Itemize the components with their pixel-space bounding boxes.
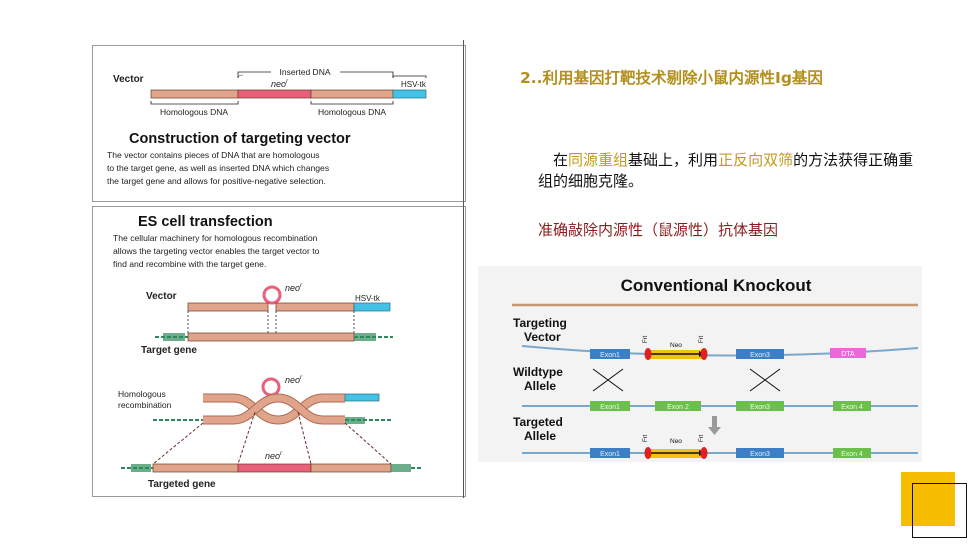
crossover-right <box>749 368 781 392</box>
targeted-frt-label-left: Frt <box>643 434 649 442</box>
neo-insert-segment <box>237 89 312 99</box>
neo-loop-bottom <box>261 377 281 397</box>
p1-before: 在 <box>553 151 569 169</box>
targeted-exon4 <box>833 448 871 458</box>
vector-exon3 <box>736 349 784 359</box>
down-arrow-head <box>708 427 721 435</box>
targeted-exon1 <box>590 448 630 458</box>
transfection-title: ES cell transfection <box>138 214 273 230</box>
crossover-left <box>592 368 624 392</box>
targeted-exon1-label: Exon1 <box>600 451 620 458</box>
neo-loop-top <box>262 285 282 305</box>
transfection-vector-right <box>275 302 355 312</box>
targeted-label-1: Targeted <box>513 415 563 429</box>
panel-divider <box>463 40 464 498</box>
homologous-dna-left-label: Homologous DNA <box>160 107 228 117</box>
inserted-dna-label: Inserted DNA <box>279 67 330 77</box>
construction-desc-line-2: to the target gene, as well as inserted … <box>107 163 329 173</box>
highlight-positive-negative-selection: 正反向双筛 <box>718 151 794 169</box>
homologous-recombination-line-2: recombination <box>118 400 172 410</box>
targeted-neo-label: Neo <box>670 438 682 445</box>
knockout-diagram: Conventional Knockout Targeting Vector W… <box>512 276 919 459</box>
homologous-recombination-line-1: Homologous <box>118 389 166 399</box>
homologous-dna-left-segment <box>150 89 239 99</box>
targeted-gene-right <box>310 463 392 473</box>
construction-desc-line-3: the target gene and allows for positive-… <box>107 176 326 186</box>
transfection-neo-label-2: neor <box>285 375 303 385</box>
p1-middle: 基础上，利用 <box>628 151 719 169</box>
vector-dta-label: DTA <box>841 351 855 358</box>
transfection-panel: ES cell transfection The cellular machin… <box>92 206 466 497</box>
vector-frt-label-left: Frt <box>643 335 649 343</box>
wildtype-exon1-label: Exon1 <box>600 404 620 411</box>
wildtype-exon4 <box>833 401 871 411</box>
wildtype-exon1 <box>590 401 630 411</box>
wildtype-exon3 <box>736 401 784 411</box>
targeted-gene-label: Targeted gene <box>148 479 216 490</box>
transfection-desc-line-3: find and recombine with the target gene. <box>113 259 266 269</box>
wildtype-label-2: Allele <box>524 379 556 393</box>
target-strand-crossing <box>203 394 345 424</box>
vector-exon3-label: Exon3 <box>750 352 770 359</box>
decorative-square-outline <box>912 483 967 538</box>
transfection-hsv-tk-segment <box>353 302 391 312</box>
wildtype-exon3-label: Exon3 <box>750 404 770 411</box>
transfection-vector-left <box>187 302 269 312</box>
homologous-dna-right-segment <box>310 89 394 99</box>
wildtype-exon2 <box>655 401 701 411</box>
transfection-vector-label: Vector <box>146 291 177 302</box>
transfection-neo-label-1: neor <box>285 283 303 293</box>
targeted-frt-left <box>644 447 652 459</box>
vector-frt-left <box>644 348 652 360</box>
target-gene-segment <box>187 332 355 342</box>
highlight-homologous-recombination: 同源重组 <box>568 151 629 169</box>
construction-diagram: Inserted DNA neor HSV-tk Vector Homologo… <box>107 67 427 186</box>
hsv-tk-label: HSV-tk <box>401 80 427 89</box>
targeted-neo-label: neor <box>265 451 283 461</box>
vector-dta <box>830 348 866 358</box>
body-paragraph-2: 准确敲除内源性（鼠源性）抗体基因 <box>538 221 779 239</box>
construction-desc-line-1: The vector contains pieces of DNA that a… <box>107 150 320 160</box>
transfection-diagram: ES cell transfection The cellular machin… <box>113 214 423 490</box>
vector-strand-crossing <box>203 394 345 424</box>
construction-panel: Inserted DNA neor HSV-tk Vector Homologo… <box>92 45 466 202</box>
vector-frt-right <box>700 348 708 360</box>
p1-after: 的方法获得正确重组的细胞克隆。 <box>538 151 914 190</box>
vector-exon1-label: Exon1 <box>600 352 620 359</box>
targeting-label-1: Targeting <box>513 316 567 330</box>
targeted-frt-label-right: Frt <box>699 434 705 442</box>
targeted-gene-left <box>152 463 239 473</box>
targeted-label-2: Allele <box>524 429 556 443</box>
transfection-desc-line-2: allows the targeting vector enables the … <box>113 246 320 256</box>
body-paragraph-1: 在同源重组基础上，利用正反向双筛的方法获得正确重组的细胞克隆。 <box>538 150 928 192</box>
vector-neo-label: Neo <box>670 342 682 349</box>
construction-title: Construction of targeting vector <box>129 131 351 147</box>
vector-frt-label-right: Frt <box>699 335 705 343</box>
hsv-tk-segment <box>392 89 427 99</box>
slide-heading: 2..利用基因打靶技术剔除小鼠内源性Ig基因 <box>520 69 823 87</box>
vector-exon1 <box>590 349 630 359</box>
targeted-exon4-label: Exon 4 <box>841 451 863 458</box>
target-gene-label: Target gene <box>141 345 197 356</box>
homologous-dna-right-label: Homologous DNA <box>318 107 386 117</box>
transfection-desc-line-1: The cellular machinery for homologous re… <box>113 233 318 243</box>
neo-label: neor <box>271 79 289 89</box>
decorative-yellow-square <box>901 472 955 526</box>
targeted-frt-right <box>700 447 708 459</box>
vector-label: Vector <box>113 74 144 85</box>
targeted-exon3-label: Exon3 <box>750 451 770 458</box>
transfection-hsv-tk-label: HSV-tk <box>355 294 381 303</box>
targeted-exon3 <box>736 448 784 458</box>
down-arrow-shaft <box>712 416 717 427</box>
wildtype-exon2-label: Exon 2 <box>667 404 689 411</box>
conventional-knockout-figure: Conventional Knockout Targeting Vector W… <box>478 266 922 462</box>
knockout-title: Conventional Knockout <box>621 276 812 295</box>
targeted-gene-neo <box>237 463 312 473</box>
wildtype-label-1: Wildtype <box>513 365 563 379</box>
targeting-label-2: Vector <box>524 330 561 344</box>
wildtype-exon4-label: Exon 4 <box>841 404 863 411</box>
